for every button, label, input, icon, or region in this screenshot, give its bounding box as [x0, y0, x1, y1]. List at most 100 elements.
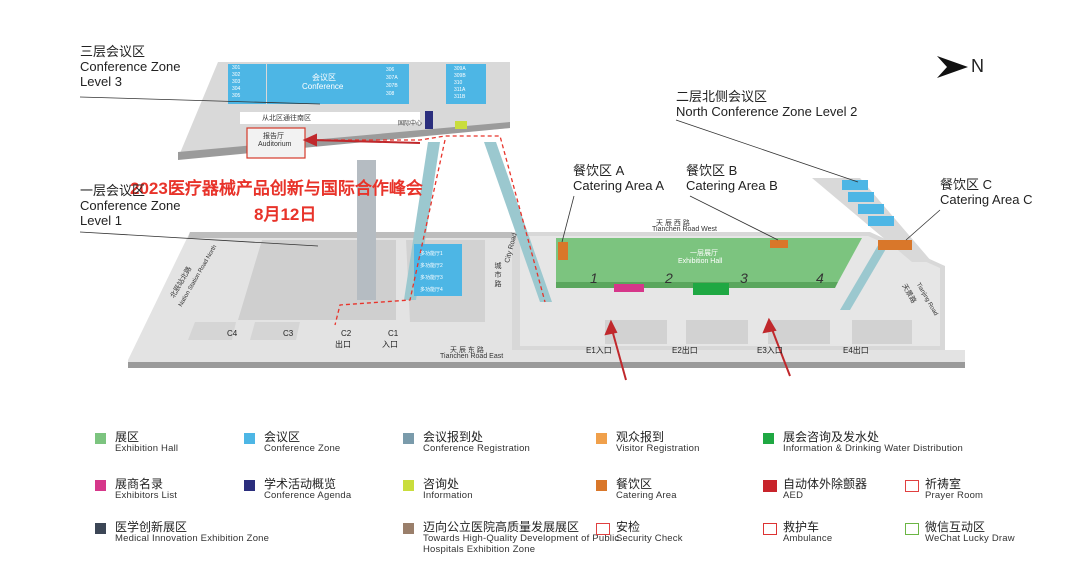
hall-en: Exhibition Hall: [678, 258, 723, 265]
legend-label-cn: 学术活动概览: [264, 477, 337, 491]
north-level2-building: [812, 178, 932, 262]
entrance-e4: E4出口: [843, 345, 869, 356]
room-label: 305: [232, 93, 241, 99]
aed-icon: [763, 480, 777, 492]
room-label: 302: [232, 72, 241, 78]
route-path: [306, 135, 546, 326]
route-arrows: [302, 133, 791, 381]
legend-swatch: [244, 433, 255, 444]
legend-label-cn: 展商名录: [115, 477, 164, 491]
road-city-cn: 城 市 路: [494, 262, 501, 287]
legend-label-cn: 迈向公立医院高质量发展展区: [423, 520, 580, 534]
legend-label-en: Ambulance: [783, 533, 833, 544]
room-label: 310: [454, 80, 463, 86]
hall-section-1: 1: [590, 270, 598, 286]
entrance-c3: C3: [283, 329, 293, 338]
compass-label: N: [971, 56, 984, 76]
catering-c-label: 餐饮区 C Catering Area C: [940, 177, 1033, 207]
catering-c-en: Catering Area C: [940, 192, 1033, 207]
entrance-code: C1: [388, 329, 399, 338]
catering-c-cn: 餐饮区 C: [940, 177, 993, 192]
road-east-en: Tianchen Road East: [440, 353, 504, 360]
zone-north-level2-en: North Conference Zone Level 2: [676, 104, 858, 119]
legend-label-en: Security Check: [616, 533, 683, 544]
entrance-type: 出口: [335, 340, 351, 349]
road-west-cn: 天 辰 西 路: [656, 220, 690, 227]
entrance-type: 入口: [766, 346, 783, 355]
entrance-c4: C4: [227, 329, 237, 338]
room-label: 多功能厅3: [420, 275, 443, 281]
room-label: 多功能厅2: [420, 263, 443, 269]
legend-label-cn: 祈祷室: [925, 477, 962, 491]
legend-label-cn: 展会咨询及发水处: [783, 430, 880, 444]
catering-a-label: 餐饮区 A Catering Area A: [573, 163, 664, 193]
room-label: 多功能厅4: [420, 287, 443, 293]
legend-label-cn: 展区: [115, 430, 140, 444]
hall-cn: 一层展厅: [690, 250, 718, 257]
entrance-e3: E3入口: [757, 345, 783, 356]
level3-conference-en: Conference: [302, 82, 344, 91]
room-label: 304: [232, 86, 241, 92]
catering-a-cn: 餐饮区 A: [573, 163, 625, 178]
catering-b-label: 餐饮区 B Catering Area B: [686, 163, 778, 193]
level3-slab: [178, 62, 510, 160]
room-label: 多功能厅1: [420, 251, 443, 257]
legend-label-cn: 咨询处: [423, 477, 460, 491]
zone-level3-label: 三层会议区 Conference Zone Level 3: [80, 44, 180, 89]
legend-label-en: Conference Agenda: [264, 490, 352, 501]
level3-walkway: 从北区通往南区: [262, 115, 311, 122]
event-date: 8月12日: [254, 205, 317, 224]
entrance-e2: E2出口: [672, 345, 698, 356]
hall-section-4: 4: [816, 270, 824, 286]
auditorium-cn: 报告厅: [263, 133, 284, 140]
room-label: 311B: [454, 94, 466, 100]
label-leader-lines: [79, 96, 941, 247]
escalators: [357, 142, 890, 310]
legend-label-cn: 会议区: [264, 430, 301, 444]
room-label: 309A: [454, 66, 466, 72]
zone-level1-cn: 一层会议区: [80, 183, 146, 198]
entrance-code: C3: [283, 329, 294, 338]
legend-label-en: Towards High-Quality Development of Publ…: [423, 533, 620, 544]
legend-label-en: Conference Registration: [423, 443, 531, 454]
entrance-e1: E1入口: [586, 345, 612, 356]
legend-label-en: Exhibition Hall: [115, 443, 179, 454]
entrance-code: C4: [227, 329, 238, 338]
level1-rooms: 多功能厅1 多功能厅2 多功能厅3 多功能厅4: [420, 248, 443, 296]
legend-swatch: [403, 433, 414, 444]
legend-label-en: Exhibitors List: [115, 490, 178, 501]
entrance-code: E4: [843, 346, 853, 355]
legend-label-cn: 餐饮区: [616, 477, 653, 491]
zone-level3-cn: 三层会议区: [80, 44, 146, 59]
auditorium-en: Auditorium: [258, 141, 292, 148]
level1-conference-blocks: [188, 240, 485, 340]
compass-icon: [937, 56, 968, 78]
prayer-icon: [905, 480, 919, 492]
legend-label-cn: 救护车: [783, 520, 820, 534]
legend-swatch: [596, 433, 607, 444]
room-label: 311A: [454, 87, 466, 93]
legend-swatch: [403, 523, 414, 534]
entrance-type: 出口: [681, 346, 698, 355]
room-label: 308: [386, 91, 395, 97]
road-west-en: Tianchen Road West: [652, 226, 717, 233]
legend-swatch: [244, 480, 255, 491]
catering-a-en: Catering Area A: [573, 178, 665, 193]
room-label: 303: [232, 79, 241, 85]
entrance-type: 入口: [595, 346, 612, 355]
zone-north-level2-label: 二层北侧会议区 North Conference Zone Level 2: [676, 89, 857, 119]
legend-label-en: Conference Zone: [264, 443, 341, 454]
zone-level1-en1: Conference Zone: [80, 198, 181, 213]
entrance-type: 出口: [852, 346, 869, 355]
zone-north-level2-cn: 二层北侧会议区: [676, 89, 768, 104]
legend-label-cn: 会议报到处: [423, 430, 484, 444]
wechat-icon: [905, 523, 919, 535]
legend-swatch: [403, 480, 414, 491]
zone-level1-label: 一层会议区 Conference Zone Level 1: [80, 183, 180, 228]
legend-swatch: [596, 480, 607, 491]
legend-label-cn: 微信互动区: [925, 520, 986, 534]
